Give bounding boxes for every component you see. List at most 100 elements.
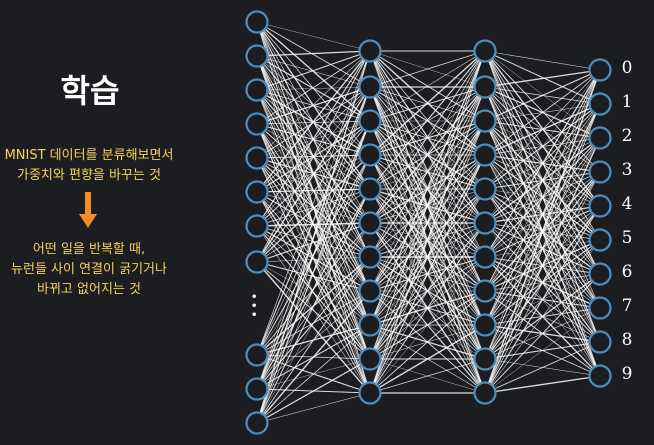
connection-line [256, 120, 371, 424]
hidden-neuron [358, 143, 382, 167]
connection-line [256, 50, 371, 390]
input-neuron [245, 10, 269, 34]
connection-line [369, 154, 486, 394]
output-label: 2 [621, 126, 633, 146]
input-neuron [245, 214, 269, 238]
connection-line [256, 256, 371, 424]
connection-line [256, 261, 371, 394]
connection-line [369, 50, 486, 258]
input-neuron [245, 377, 269, 401]
connection-line [484, 50, 601, 71]
hidden-neuron [473, 75, 497, 99]
neurons [245, 10, 612, 435]
input-neuron [245, 180, 269, 204]
output-label: 4 [621, 194, 633, 214]
connection-line [484, 239, 601, 394]
output-label: 3 [621, 160, 633, 180]
connection-line [256, 222, 371, 263]
connection-line [369, 50, 486, 190]
connection-line [256, 392, 371, 424]
connection-line [369, 86, 486, 190]
hidden-neuron [358, 211, 382, 235]
output-neuron [588, 160, 612, 184]
hidden-neuron [358, 177, 382, 201]
connection-line [484, 273, 601, 394]
output-label: 7 [621, 296, 633, 316]
output-neuron [588, 92, 612, 116]
output-neuron [588, 330, 612, 354]
connection-line [484, 69, 601, 360]
hidden-neuron [473, 381, 497, 405]
connection-line [484, 307, 601, 394]
output-neuron [588, 126, 612, 150]
connection-line [256, 188, 371, 227]
input-neuron [245, 250, 269, 274]
down-arrow-icon [79, 192, 97, 228]
connection-line [369, 50, 486, 156]
input-neuron [245, 112, 269, 136]
connection-line [256, 225, 371, 360]
output-neuron [588, 262, 612, 286]
connection-line [484, 50, 601, 105]
output-neuron [588, 296, 612, 320]
connection-line [484, 69, 601, 156]
connection-line [369, 50, 486, 394]
hidden-neuron [358, 245, 382, 269]
connection-line [484, 69, 601, 190]
description-line: 가중치와 편향을 바꾸는 것 [17, 168, 161, 183]
connection-line [256, 86, 371, 263]
connection-line [484, 375, 601, 394]
connection-line [256, 55, 371, 88]
output-label: 0 [621, 58, 633, 78]
connection-line [256, 225, 371, 258]
connection-line [256, 290, 371, 424]
input-neuron [245, 411, 269, 435]
connection-line [256, 50, 371, 91]
connection-line [256, 86, 371, 91]
output-label: 5 [621, 228, 633, 248]
hidden-neuron [358, 347, 382, 371]
connection-line [484, 137, 601, 394]
connection-line [369, 86, 486, 156]
connection-line [256, 50, 371, 125]
output-neuron [588, 228, 612, 252]
connection-line [256, 50, 371, 424]
connection-line [369, 86, 486, 394]
hidden-neuron [473, 39, 497, 63]
connection-line [484, 69, 601, 394]
connection-line [369, 324, 486, 394]
connection-line [369, 188, 486, 394]
connection-line [369, 50, 486, 224]
hidden-neuron [473, 313, 497, 337]
connection-line [484, 69, 601, 88]
connection-line [256, 222, 371, 424]
description-line: 뉴런들 사이 연결이 굵기거나 [11, 262, 167, 277]
input-neuron [245, 343, 269, 367]
hidden-neuron [473, 177, 497, 201]
connection-line [484, 69, 601, 258]
connection-line [256, 225, 371, 326]
connection-line [256, 50, 371, 193]
connection-line [256, 21, 371, 88]
output-neuron [588, 364, 612, 388]
connection-line [256, 50, 371, 159]
connection-line [256, 225, 371, 394]
input-ellipsis: ••• [251, 292, 258, 321]
connection-line [256, 358, 371, 424]
connection-line [256, 261, 371, 326]
connection-line [256, 261, 371, 292]
connection-line [369, 358, 486, 394]
input-neuron [245, 146, 269, 170]
connection-line [484, 69, 601, 326]
connection-line [256, 120, 371, 263]
connection-line [256, 188, 371, 263]
hidden-neuron [358, 313, 382, 337]
connection-line [484, 205, 601, 394]
hidden-neuron [358, 109, 382, 133]
connection-line [484, 69, 601, 292]
output-neuron [588, 194, 612, 218]
connection-line [256, 50, 371, 356]
output-label: 1 [621, 92, 633, 112]
output-label: 6 [621, 262, 633, 282]
